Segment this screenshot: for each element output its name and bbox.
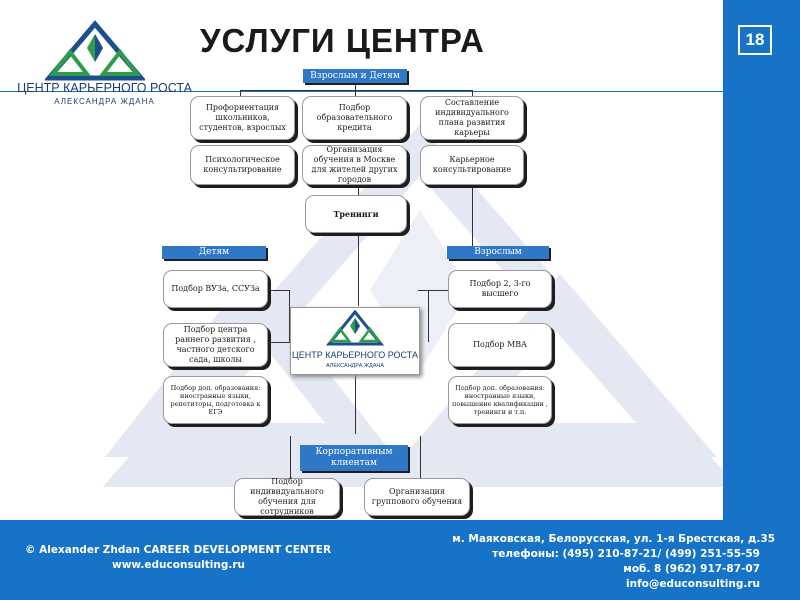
service-career-plan: Составление индивидуального плана развит… — [420, 96, 524, 140]
service-group-training: Организация группового обучения — [364, 478, 470, 516]
service-early-development: Подбор центра раннего развития , частног… — [163, 323, 268, 367]
connector — [358, 186, 359, 196]
connector — [472, 90, 473, 98]
footer: © Alexander Zhdan CAREER DEVELOPMENT CEN… — [0, 520, 800, 600]
service-psych-consulting: Психологическое консультирование — [190, 145, 295, 185]
service-extra-adults: Подбор доп. образования: иностранные язы… — [448, 376, 552, 424]
center-logo-line-2: АЛЕКСАНДРА ЖДАНА — [326, 363, 384, 369]
connector — [472, 186, 473, 246]
service-career-consulting: Карьерное консультирование — [420, 145, 524, 185]
connector — [420, 436, 421, 478]
service-extra-kids: Подбор доп. образования: иностранные язы… — [163, 376, 268, 424]
footer-address: м. Маяковская, Белорусская, ул. 1-я Брес… — [452, 533, 775, 545]
connector — [358, 234, 359, 306]
right-panel — [723, 0, 800, 520]
footer-phones: телефоны: (495) 210-87-21/ (499) 251-55-… — [492, 548, 760, 560]
service-moscow-education: Организация обучения в Москве для жителе… — [302, 145, 407, 185]
logo-text: ЦЕНТР КАРЬЕРНОГО РОСТА АЛЕКСАНДРА ЖДАНА — [12, 82, 197, 108]
tag-adults: Взрослым — [447, 246, 549, 259]
header-divider — [0, 91, 723, 92]
logo-line-1: ЦЕНТР КАРЬЕРНОГО РОСТА — [17, 81, 192, 95]
tag-adults-children: Взрослым и Детям — [303, 69, 407, 83]
footer-website[interactable]: www.educonsulting.ru — [112, 559, 246, 571]
connector — [240, 90, 473, 91]
service-prof-orientation: Профориентация школьников, студентов, вз… — [190, 96, 295, 140]
service-individual-training: Подбор индивидуального обучения для сотр… — [234, 477, 340, 516]
connector — [418, 290, 448, 291]
page-title: УСЛУГИ ЦЕНТРА — [200, 22, 485, 59]
footer-copyright: © Alexander Zhdan CAREER DEVELOPMENT CEN… — [25, 544, 332, 556]
tag-corporate: Корпоративным клиентам — [300, 445, 408, 471]
center-logo-box: ЦЕНТР КАРЬЕРНОГО РОСТА АЛЕКСАНДРА ЖДАНА — [290, 307, 420, 375]
service-vuz: Подбор ВУЗа, ССУЗа — [163, 270, 268, 308]
connector — [290, 436, 291, 478]
service-mba: Подбор MBA — [448, 323, 552, 367]
connector — [289, 290, 290, 342]
connector — [428, 290, 429, 342]
center-logo-icon: ЦЕНТР КАРЬЕРНОГО РОСТА АЛЕКСАНДРА ЖДАНА — [292, 309, 418, 369]
service-trainings: Тренинги — [305, 195, 407, 233]
center-logo-line-1: ЦЕНТР КАРЬЕРНОГО РОСТА — [292, 350, 418, 360]
page-number: 18 — [738, 25, 772, 55]
tag-children: Детям — [162, 246, 266, 259]
connector — [240, 90, 241, 98]
connector — [270, 342, 290, 343]
logo-icon — [45, 20, 145, 81]
connector — [355, 374, 356, 434]
connector — [270, 290, 290, 291]
footer-email[interactable]: info@educonsulting.ru — [626, 578, 760, 590]
service-education-credit: Подбор образовательного кредита — [302, 96, 407, 140]
service-second-degree: Подбор 2, 3-го высшего — [448, 270, 552, 308]
footer-mobile: моб. 8 (962) 917-87-07 — [623, 563, 760, 575]
logo-line-2: АЛЕКСАНДРА ЖДАНА — [54, 97, 155, 106]
